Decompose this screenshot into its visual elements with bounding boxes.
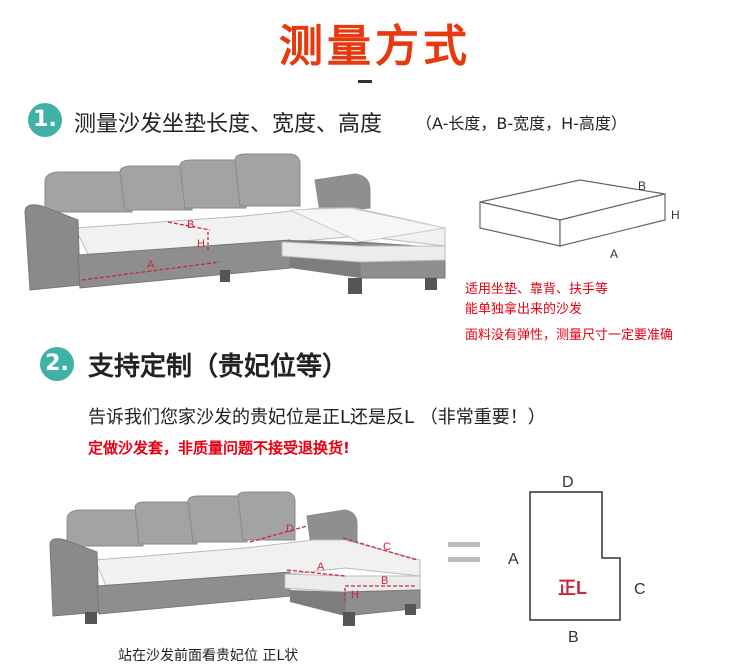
page-title: 测量方式 xyxy=(279,21,471,72)
back-cushion xyxy=(134,501,198,545)
label-b: B xyxy=(381,575,388,587)
note-line-1: 适用坐垫、靠背、扶手等 xyxy=(465,282,609,297)
label-b: B xyxy=(187,219,194,231)
back-cushion xyxy=(187,495,248,543)
question-text: 告诉我们您家沙发的贵妃位是正L还是反L （非常重要！） xyxy=(88,407,546,428)
cushion-label-b: B xyxy=(638,179,646,193)
warning-text: 定做沙发套，非质量问题不接受退换货! xyxy=(88,439,350,457)
diagram-label-a: A xyxy=(508,551,519,568)
diagram-label-c: C xyxy=(634,581,646,598)
label-h: H xyxy=(197,238,205,250)
armrest xyxy=(314,173,371,213)
left-armrest xyxy=(49,538,100,617)
label-c: C xyxy=(383,541,391,553)
back-cushion xyxy=(44,171,133,213)
step1-heading: 测量沙发坐垫长度、宽度、高度 xyxy=(74,112,383,137)
back-cushion xyxy=(234,153,301,207)
note-line-3: 面料没有弹性，测量尺寸一定要准确 xyxy=(465,328,674,343)
cushion-label-a: A xyxy=(610,247,618,261)
label-h: H xyxy=(351,589,359,601)
back-cushion xyxy=(66,509,144,547)
step1-badge: 1. xyxy=(28,103,62,137)
equals-sign xyxy=(448,542,480,562)
note-line-2: 能单独拿出来的沙发 xyxy=(465,302,583,317)
label-d: D xyxy=(286,523,294,535)
l-shape-diagram: D A C B 正L xyxy=(508,474,646,646)
diagram-label-b: B xyxy=(568,629,579,646)
diagram-label-d: D xyxy=(562,474,574,491)
caption: 站在沙发前面看贵妃位 正L状 xyxy=(118,648,299,664)
cushion-diagram: B H A xyxy=(479,179,680,261)
label-a: A xyxy=(317,561,325,573)
step2-heading: 支持定制（贵妃位等） xyxy=(88,352,349,382)
title-divider xyxy=(358,80,372,83)
cushion-label-h: H xyxy=(671,208,680,222)
back-cushion xyxy=(237,491,296,541)
label-a: A xyxy=(147,259,155,271)
step1-subheading: （A-长度，B-宽度，H-高度） xyxy=(416,114,627,133)
step2-badge: 2. xyxy=(40,347,74,381)
sofa-illustration-1: A B H xyxy=(24,153,446,294)
diagram-center-label: 正L xyxy=(558,578,587,598)
left-armrest xyxy=(24,204,81,291)
sofa-illustration-2: D C A B H xyxy=(49,491,421,626)
armrest xyxy=(306,509,358,547)
